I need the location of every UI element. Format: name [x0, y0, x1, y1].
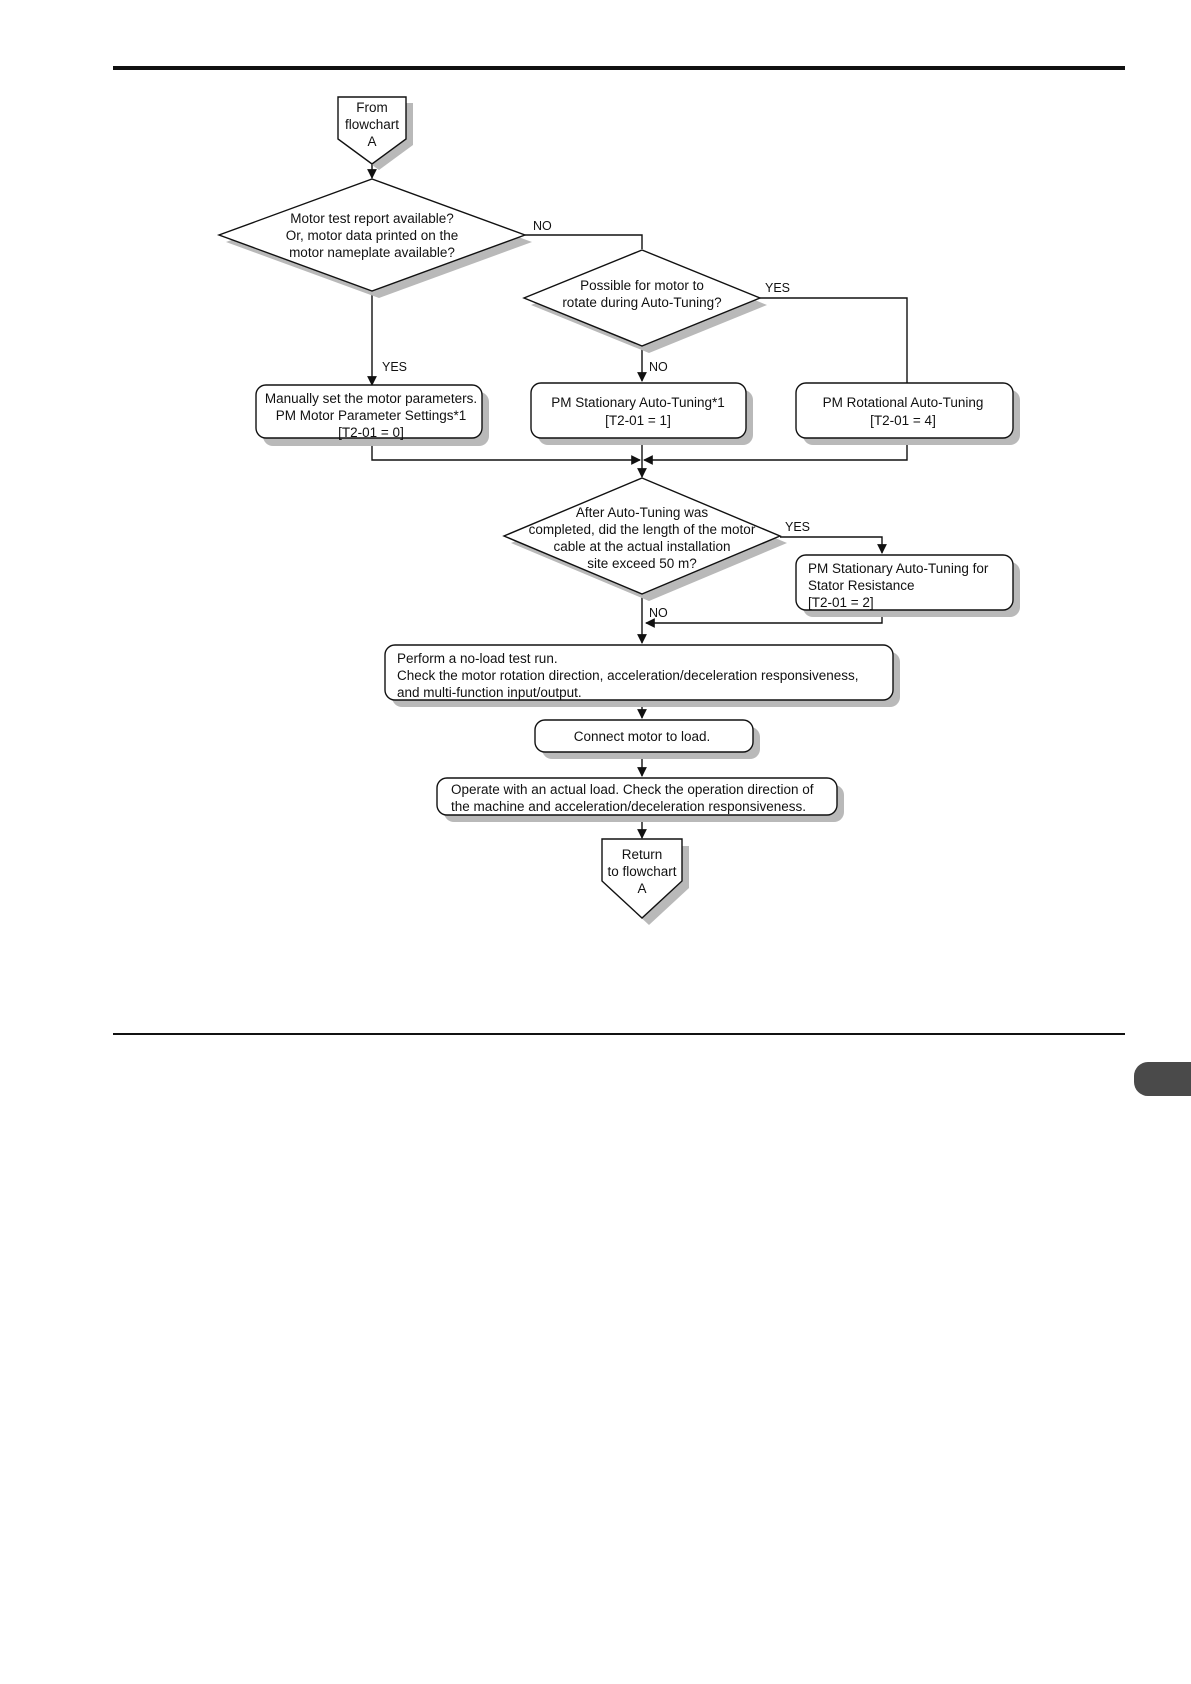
process-rotational-line-2: [T2-01 = 4] — [870, 413, 936, 428]
process-rotational-tuning: PM Rotational Auto-Tuning [T2-01 = 4] — [795, 382, 1020, 445]
end-connector-line-2: to flowchart — [607, 864, 676, 879]
footer-rule — [113, 1033, 1125, 1035]
process-no-load-test: Perform a no-load test run. Check the mo… — [384, 644, 900, 707]
process-noload-line-3: and multi-function input/output. — [397, 685, 582, 700]
process-connect-motor: Connect motor to load. — [534, 719, 760, 759]
decision-rotate-line-1: Possible for motor to — [580, 278, 704, 293]
process-stationary-line-1: PM Stationary Auto-Tuning*1 — [551, 395, 725, 410]
chapter-tab — [1134, 1062, 1191, 1096]
process-operate-line-1: Operate with an actual load. Check the o… — [451, 782, 814, 797]
decision-cable-line-4: site exceed 50 m? — [587, 556, 697, 571]
process-noload-line-2: Check the motor rotation direction, acce… — [397, 668, 859, 683]
end-connector: Return to flowchart A — [601, 838, 689, 925]
process-manual-settings: Manually set the motor parameters. PM Mo… — [255, 384, 489, 446]
process-manual-line-2: PM Motor Parameter Settings*1 — [276, 408, 467, 423]
decision-motor-data: Motor test report available? Or, motor d… — [216, 178, 532, 298]
decision-cable-line-2: completed, did the length of the motor — [529, 522, 756, 537]
label-yes-1: YES — [382, 360, 407, 374]
label-yes-2: YES — [765, 281, 790, 295]
label-no-1: NO — [533, 219, 552, 233]
end-connector-line-1: Return — [622, 847, 663, 862]
header-rule — [113, 66, 1125, 70]
start-connector: From flowchart A — [337, 96, 413, 170]
decision-motor-data-line-2: Or, motor data printed on the — [286, 228, 459, 243]
process-manual-line-3: [T2-01 = 0] — [338, 425, 404, 440]
label-no-2: NO — [649, 360, 668, 374]
process-noload-line-1: Perform a no-load test run. — [397, 651, 558, 666]
start-connector-line-2: flowchart — [345, 117, 399, 132]
process-operate-load: Operate with an actual load. Check the o… — [436, 777, 844, 822]
decision-rotate-line-2: rotate during Auto-Tuning? — [562, 295, 721, 310]
decision-motor-data-line-3: motor nameplate available? — [289, 245, 455, 260]
decision-rotate: Possible for motor to rotate during Auto… — [522, 249, 767, 353]
start-connector-line-3: A — [367, 134, 376, 149]
process-connect-line-1: Connect motor to load. — [574, 729, 711, 744]
process-stationary-tuning: PM Stationary Auto-Tuning*1 [T2-01 = 1] — [530, 382, 753, 445]
label-yes-3: YES — [785, 520, 810, 534]
process-stator-line-1: PM Stationary Auto-Tuning for — [808, 561, 989, 576]
process-stationary-line-2: [T2-01 = 1] — [605, 413, 671, 428]
process-operate-line-2: the machine and acceleration/deceleratio… — [451, 799, 806, 814]
process-manual-line-1: Manually set the motor parameters. — [265, 391, 477, 406]
process-rotational-line-1: PM Rotational Auto-Tuning — [823, 395, 984, 410]
decision-motor-data-line-1: Motor test report available? — [290, 211, 454, 226]
end-connector-line-3: A — [637, 881, 646, 896]
start-connector-line-1: From — [356, 100, 388, 115]
decision-cable-line-1: After Auto-Tuning was — [576, 505, 709, 520]
process-stator-line-2: Stator Resistance — [808, 578, 915, 593]
decision-cable-length: After Auto-Tuning was completed, did the… — [502, 477, 787, 601]
label-no-3: NO — [649, 606, 668, 620]
decision-cable-line-3: cable at the actual installation — [553, 539, 730, 554]
process-stator-resistance: PM Stationary Auto-Tuning for Stator Res… — [795, 554, 1020, 617]
process-stator-line-3: [T2-01 = 2] — [808, 595, 874, 610]
